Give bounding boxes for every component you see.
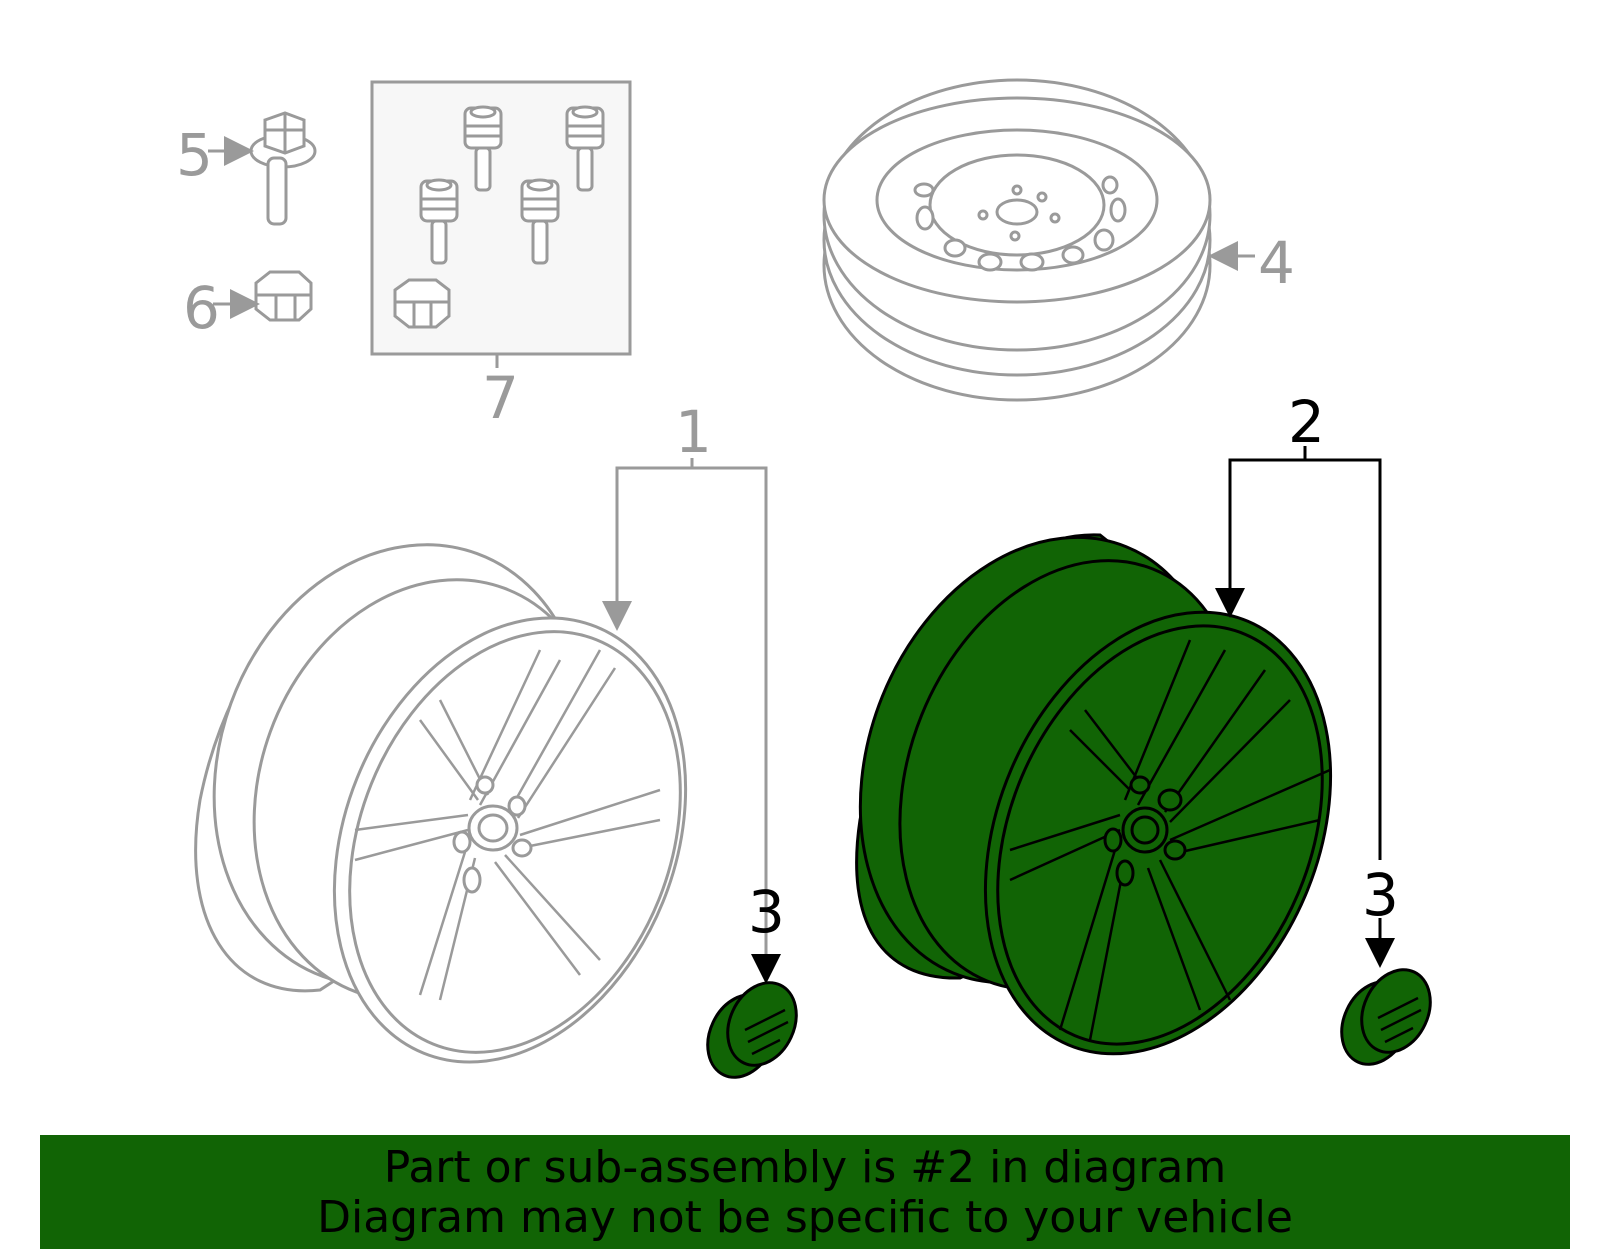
callout-6: 6 xyxy=(183,274,220,342)
center-cap-part-3-right[interactable] xyxy=(1329,959,1443,1076)
center-cap-part-3-left[interactable] xyxy=(695,972,809,1089)
footer-line-2: Diagram may not be specific to your vehi… xyxy=(317,1192,1293,1243)
callout-3-left: 3 xyxy=(748,878,785,946)
alloy-wheel-part-1[interactable] xyxy=(154,492,749,1115)
lug-bolt-part-5[interactable] xyxy=(249,111,317,226)
footer-banner: Part or sub-assembly is #2 in diagram Di… xyxy=(40,1135,1570,1249)
lug-nut-part-6[interactable] xyxy=(254,270,313,322)
callout-5: 5 xyxy=(176,121,213,189)
callout-7: 7 xyxy=(482,364,519,432)
callout-2: 2 xyxy=(1288,388,1325,456)
callout-4: 4 xyxy=(1258,229,1295,297)
wheel-lock-kit-part-7[interactable] xyxy=(370,80,632,356)
alloy-wheel-part-2-highlighted[interactable] xyxy=(796,483,1395,1107)
footer-line-1: Part or sub-assembly is #2 in diagram xyxy=(383,1142,1227,1193)
callout-3-right: 3 xyxy=(1362,861,1399,929)
spare-wheel-part-4[interactable] xyxy=(822,78,1212,402)
callout-1: 1 xyxy=(675,398,712,466)
